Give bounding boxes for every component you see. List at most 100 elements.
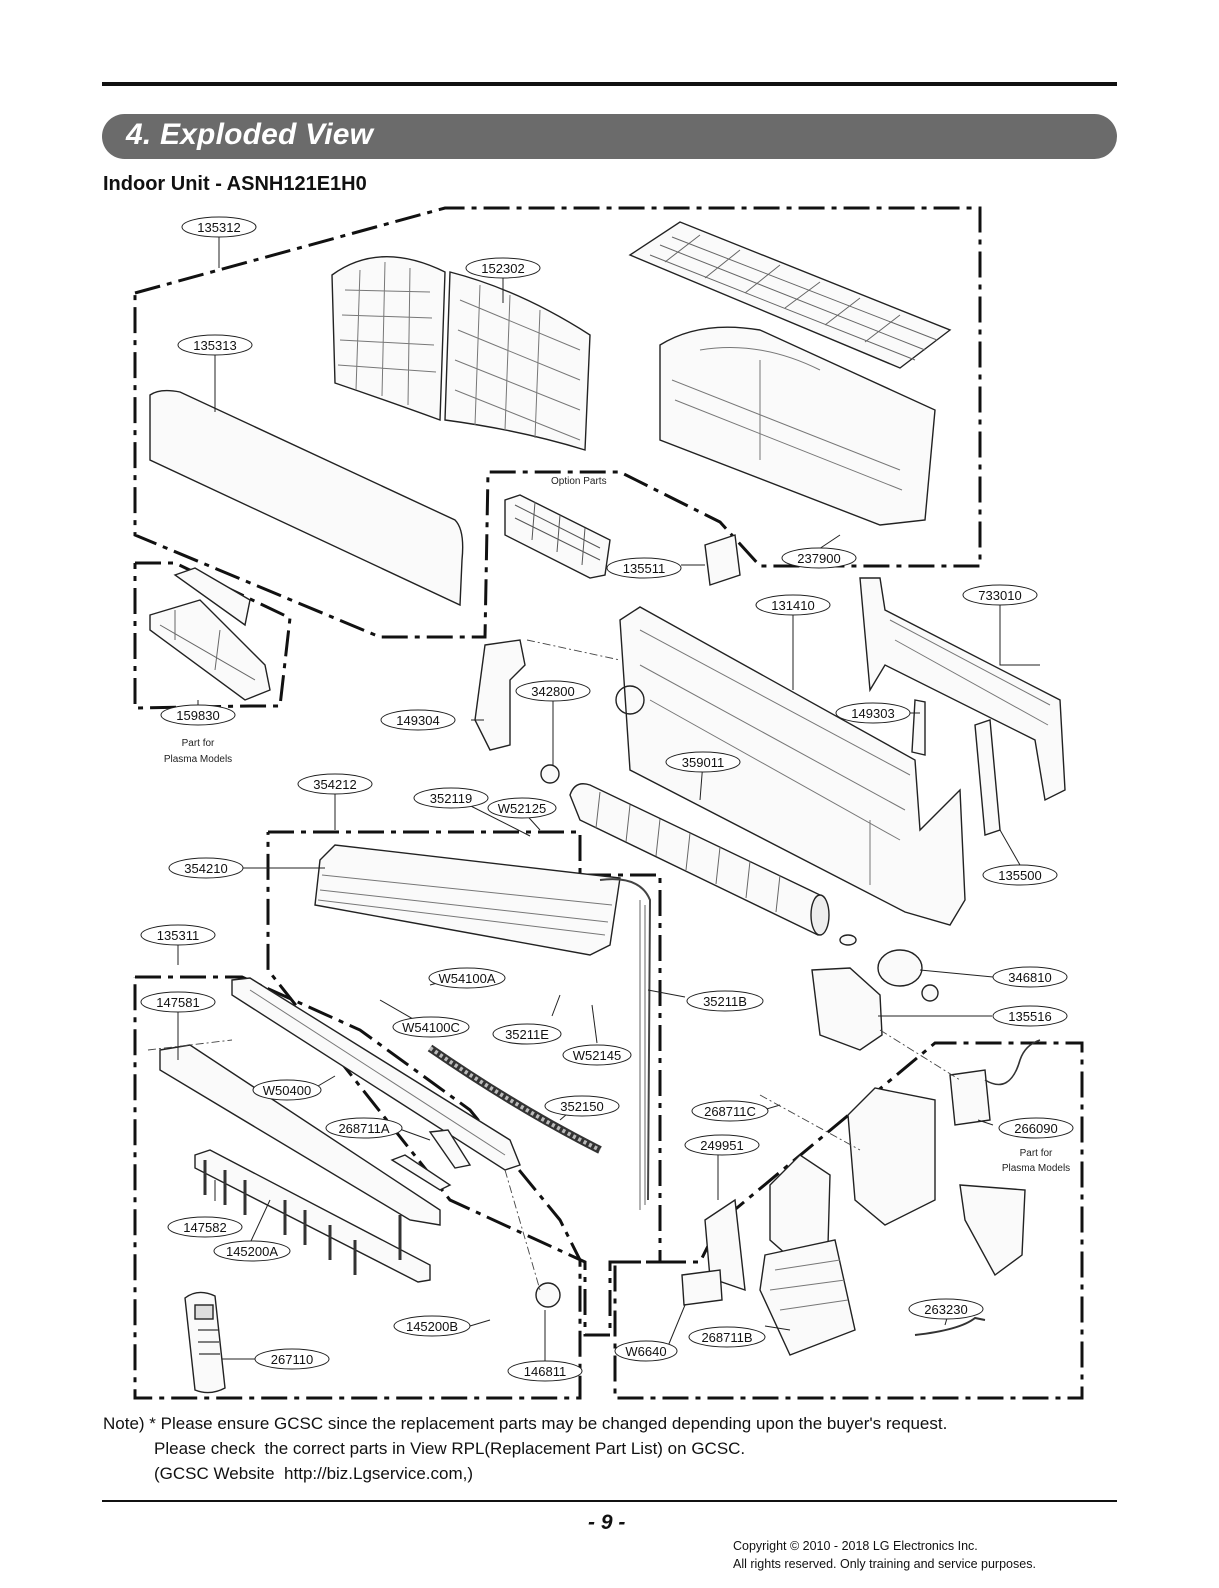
option-parts-label: Option Parts: [551, 476, 607, 487]
front-panel-drawing: [149, 389, 464, 607]
part-label-249951: 249951: [684, 1134, 760, 1156]
part-label-149304: 149304: [380, 709, 456, 731]
part-label-354210: 354210: [168, 857, 244, 879]
small-cover-drawing: [704, 534, 741, 586]
svg-text:147581: 147581: [156, 995, 199, 1010]
top-grille-drawing: [628, 221, 952, 369]
svg-text:237900: 237900: [797, 551, 840, 566]
part-label-152302: 152302: [465, 257, 541, 279]
side-bracket-drawing: [474, 639, 526, 751]
svg-text:346810: 346810: [1008, 970, 1051, 985]
component-drawings: [149, 221, 1066, 1394]
part-label-135500: 135500: [982, 864, 1058, 886]
svg-text:W54100C: W54100C: [402, 1020, 460, 1035]
svg-text:149303: 149303: [851, 706, 894, 721]
part-label-W52145: W52145: [562, 1044, 632, 1066]
part-label-237900: 237900: [781, 547, 857, 569]
svg-text:W52145: W52145: [573, 1048, 621, 1063]
part-label-346810: 346810: [992, 966, 1068, 988]
control-box-drawing: [681, 1087, 936, 1356]
part-label-354212: 354212: [297, 773, 373, 795]
svg-text:135313: 135313: [193, 338, 236, 353]
part-label-267110: 267110: [254, 1348, 330, 1370]
air-filter-drawing: [331, 256, 591, 451]
svg-text:352150: 352150: [560, 1099, 603, 1114]
part-label-352150: 352150: [544, 1095, 620, 1117]
part-label-135311: 135311: [140, 924, 216, 946]
svg-text:147582: 147582: [183, 1220, 226, 1235]
part-label-145200A: 145200A: [213, 1240, 291, 1262]
plasma-note-2-line2: Plasma Models: [1002, 1163, 1070, 1174]
svg-text:352119: 352119: [430, 791, 472, 806]
svg-text:354212: 354212: [313, 777, 356, 792]
part-label-266090: 266090: [998, 1117, 1074, 1139]
outline-control-group: [613, 1041, 1084, 1400]
svg-text:354210: 354210: [184, 861, 227, 876]
part-label-147581: 147581: [140, 991, 216, 1013]
part-label-W52125: W52125: [487, 797, 557, 819]
outline-front-group: [133, 206, 982, 639]
part-label-359011: 359011: [665, 751, 741, 773]
svg-text:146811: 146811: [524, 1364, 566, 1379]
unit-title: Indoor Unit - ASNH121E1H0: [103, 173, 367, 195]
svg-text:145200A: 145200A: [226, 1244, 278, 1259]
bracket-149303-drawing: [911, 699, 926, 756]
part-label-147582: 147582: [167, 1216, 243, 1238]
svg-text:135311: 135311: [157, 928, 199, 943]
plasma-note-1-line1: Part for: [182, 738, 215, 749]
part-label-135516: 135516: [992, 1005, 1068, 1027]
part-label-145200B: 145200B: [393, 1315, 471, 1337]
remote-control-drawing: [184, 1291, 226, 1394]
svg-text:W50400: W50400: [263, 1083, 311, 1098]
part-label-352119: 352119: [413, 787, 489, 809]
svg-text:135511: 135511: [623, 561, 665, 576]
part-label-342800: 342800: [515, 680, 591, 702]
svg-text:268711A: 268711A: [338, 1121, 389, 1136]
part-label-268711C: 268711C: [691, 1100, 769, 1122]
part-label-35211E: 35211E: [492, 1023, 562, 1045]
svg-text:145200B: 145200B: [406, 1319, 458, 1334]
sensor-drawing: [914, 1316, 986, 1336]
part-label-W6640: W6640: [614, 1340, 678, 1362]
part-label-159830: 159830: [160, 704, 236, 726]
part-label-135312: 135312: [181, 216, 257, 238]
svg-text:149304: 149304: [396, 713, 439, 728]
replacement-note: Note) * Please ensure GCSC since the rep…: [103, 1411, 947, 1486]
svg-text:266090: 266090: [1014, 1121, 1057, 1136]
svg-text:263230: 263230: [924, 1302, 967, 1317]
svg-text:135312: 135312: [197, 220, 240, 235]
group-outlines: [133, 206, 1084, 1400]
mounting-plate-drawing: [859, 577, 1066, 802]
part-label-131410: 131410: [755, 594, 831, 616]
plasma-note-1-line2: Plasma Models: [164, 754, 232, 765]
part-labels: 135312 152302 135313 237900 135511 13141…: [140, 216, 1074, 1382]
louvers-drawing: [194, 1149, 431, 1283]
top-rule: [102, 82, 1117, 86]
svg-text:W54100A: W54100A: [438, 971, 495, 986]
assembly-guides: [147, 639, 961, 1291]
drain-pan-drawing: [159, 977, 521, 1226]
option-filter-drawing: [504, 494, 611, 579]
svg-text:159830: 159830: [176, 708, 219, 723]
svg-text:W52125: W52125: [498, 801, 546, 816]
part-label-W50400: W50400: [252, 1079, 322, 1101]
part-label-268711B: 268711B: [688, 1326, 766, 1348]
bracket-135500-drawing: [974, 719, 1001, 836]
svg-text:733010: 733010: [978, 588, 1021, 603]
part-label-263230: 263230: [908, 1298, 984, 1320]
part-label-733010: 733010: [962, 584, 1038, 606]
evaporator-drawing: [314, 844, 652, 1210]
svg-text:152302: 152302: [481, 261, 524, 276]
display-pcb-drawing: [428, 1129, 472, 1169]
svg-text:35211E: 35211E: [505, 1027, 549, 1042]
svg-text:35211B: 35211B: [703, 994, 747, 1009]
fan-motor-drawing: [811, 934, 939, 1051]
outline-bottom-group: [133, 975, 582, 1400]
part-label-W54100A: W54100A: [428, 967, 506, 989]
outline-evaporator-group: [266, 830, 662, 1337]
front-body-drawing: [659, 326, 936, 526]
note-line-2: Please check the correct parts in View R…: [154, 1439, 746, 1458]
svg-text:249951: 249951: [700, 1138, 743, 1153]
svg-text:135516: 135516: [1008, 1009, 1051, 1024]
bottom-rule: [102, 1500, 1117, 1502]
